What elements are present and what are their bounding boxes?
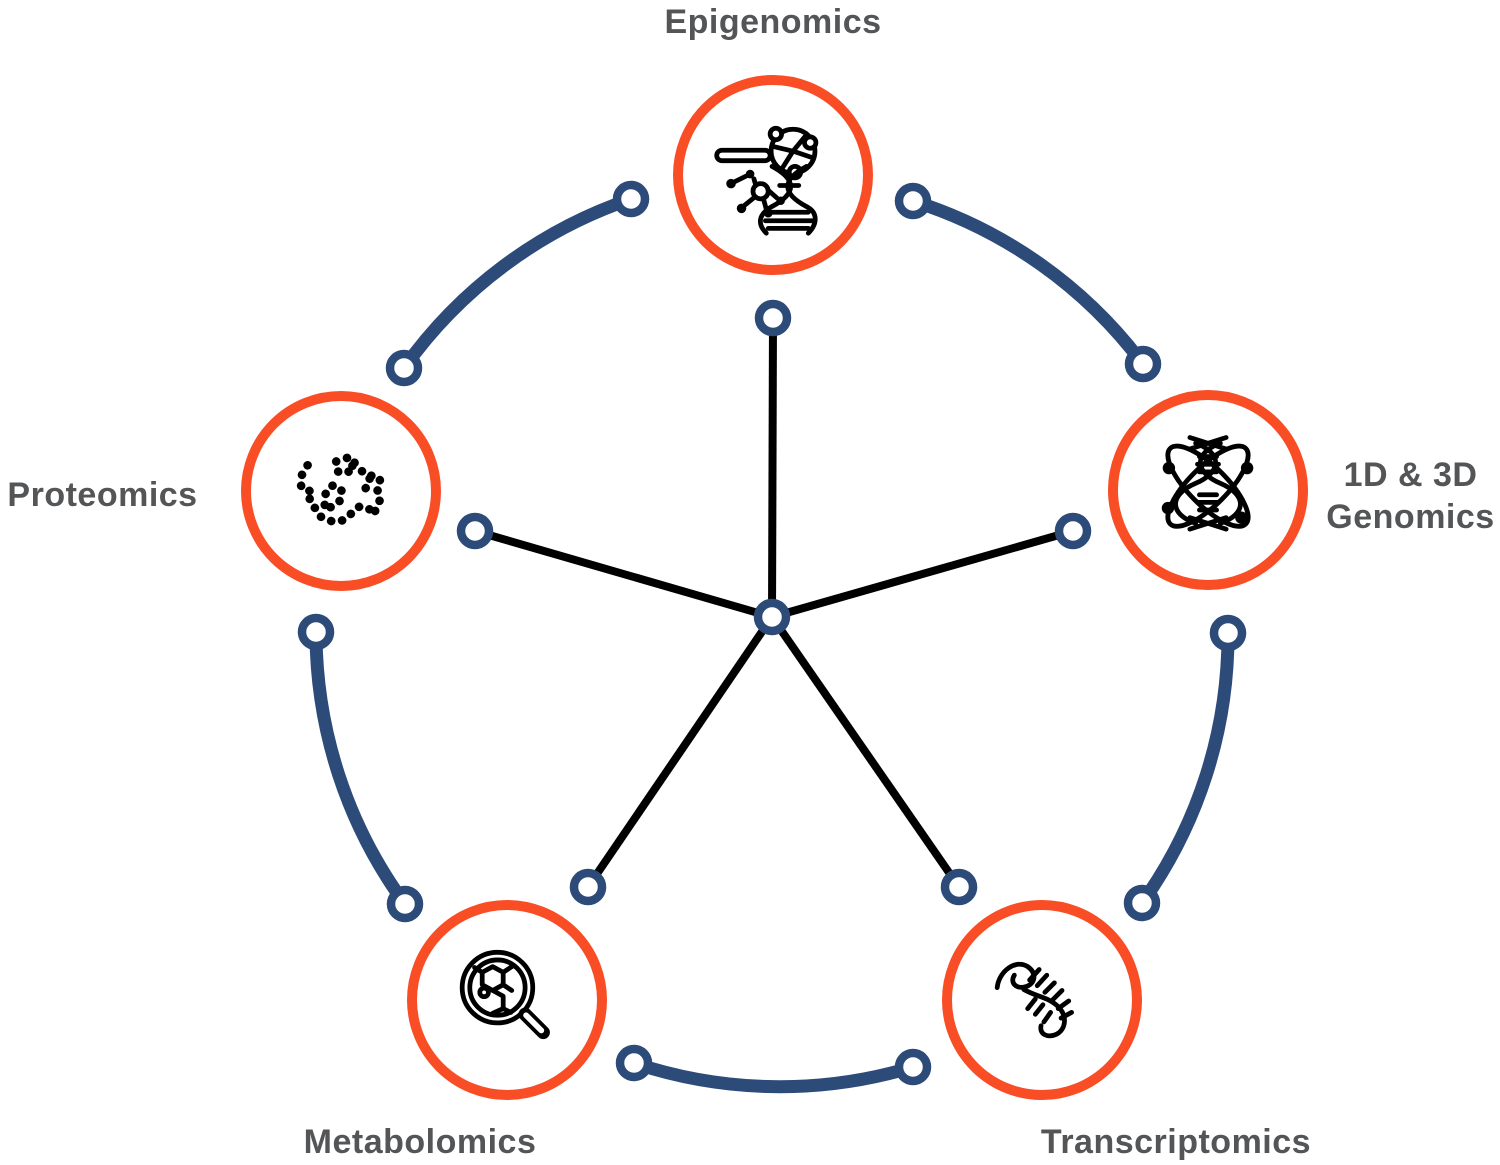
connector-ring (569, 868, 607, 906)
spoke-proteomics (473, 527, 774, 621)
connector-ring (456, 512, 494, 550)
node-transcriptomics (942, 900, 1142, 1100)
label-genomics-line2: Genomics (1326, 498, 1495, 536)
connector-ring (1209, 614, 1247, 652)
connector-ring (894, 182, 932, 220)
node-genomics (1108, 390, 1308, 590)
dna-methylation-icon (714, 125, 819, 236)
connector-ring (1124, 345, 1162, 383)
label-epigenomics-text: Epigenomics (664, 3, 882, 41)
connector-ring (615, 1044, 653, 1082)
spoke-transcriptomics (768, 614, 963, 890)
arc-metabolomics-proteomics (309, 631, 411, 908)
spoke-epigenomics (768, 317, 777, 618)
connector-ring (940, 868, 978, 906)
connector-ring (1054, 512, 1092, 550)
connector-ring (612, 180, 650, 218)
node-metabolomics (407, 900, 607, 1100)
spoke-genomics (770, 527, 1075, 621)
connector-ring (1123, 884, 1161, 922)
label-proteomics-text: Proteomics (7, 476, 198, 514)
label-genomics-line1: 1D & 3D (1343, 456, 1478, 494)
arc-proteomics-epigenomics (398, 192, 634, 372)
dna-atom-orbit-icon (1161, 435, 1254, 532)
hub-ring (753, 598, 791, 636)
spoke-metabolomics (584, 614, 776, 890)
node-proteomics (241, 391, 441, 591)
arc-genomics-transcriptomics (1136, 632, 1235, 907)
protein-chain-icon (296, 453, 385, 527)
label-proteomics: Proteomics (0, 474, 205, 516)
rna-strand-icon (994, 961, 1074, 1039)
node-epigenomics (673, 75, 873, 275)
label-genomics: 1D & 3D Genomics (1318, 454, 1500, 538)
arc-transcriptomics-metabolomics (631, 1056, 915, 1094)
connector-ring (386, 885, 424, 923)
label-metabolomics: Metabolomics (245, 1121, 595, 1163)
arc-epigenomics-genomics (911, 194, 1149, 368)
connector-ring (385, 349, 423, 387)
label-transcriptomics: Transcriptomics (1001, 1121, 1351, 1163)
connector-ring (297, 613, 335, 651)
molecule-magnifier-icon (459, 949, 550, 1040)
label-epigenomics: Epigenomics (573, 1, 973, 43)
label-metabolomics-text: Metabolomics (303, 1123, 537, 1161)
connector-ring (894, 1048, 932, 1086)
label-transcriptomics-text: Transcriptomics (1040, 1123, 1312, 1161)
connector-ring (754, 299, 792, 337)
